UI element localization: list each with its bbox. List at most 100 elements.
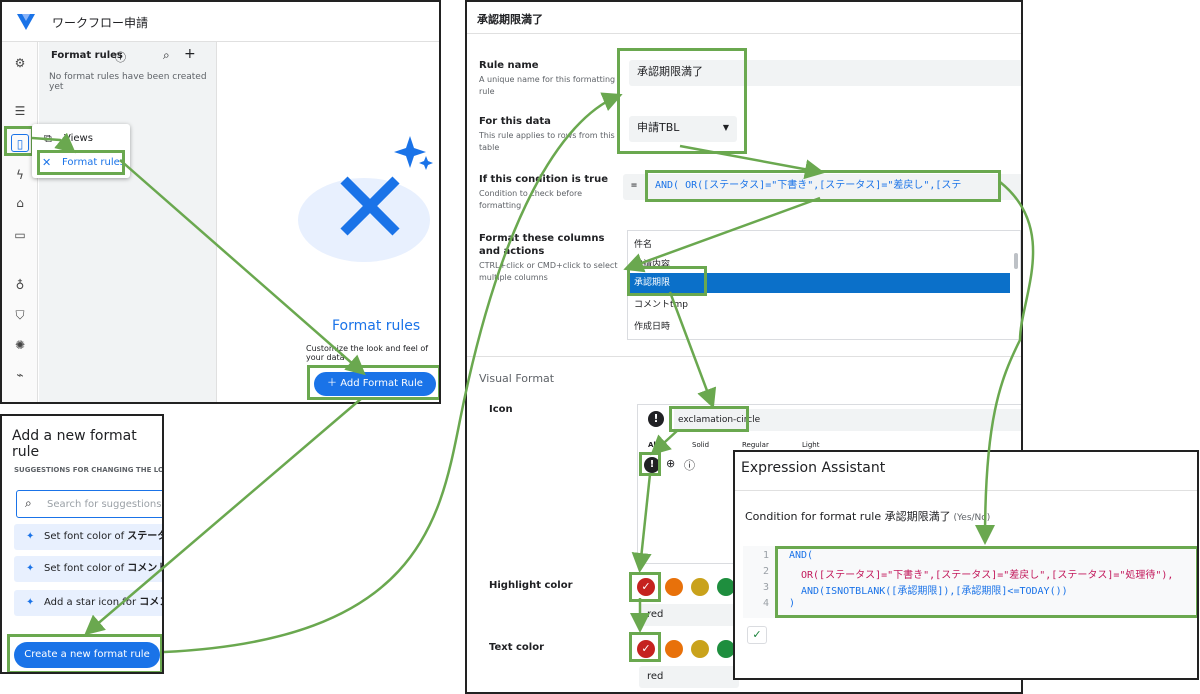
hero-title: Format rules (332, 318, 421, 334)
icon-tab-solid[interactable]: Solid (692, 441, 710, 449)
for-data-select[interactable]: 申請TBL ▼ (629, 116, 737, 142)
icon-tab-all[interactable]: All (648, 441, 659, 449)
condition-label: If this condition is true (479, 174, 608, 185)
suggestion-text: Set font color of (44, 563, 128, 574)
for-data-value: 申請TBL (637, 121, 680, 134)
swatch-orange[interactable] (665, 578, 683, 596)
format-rules-header: Format rules (51, 50, 123, 61)
format-rules-menu-icon: ✕ (42, 156, 52, 169)
highlight-selected-column (627, 266, 707, 296)
code-line-3: AND(ISNOTBLANK([承認期限]),[承認期限]<=TODAY()) (801, 586, 1068, 597)
sparkle-icon: ✦ (26, 597, 35, 608)
expression-assistant-panel: Expression Assistant Condition for forma… (733, 450, 1199, 680)
suggestion-column: ステータス (127, 531, 162, 542)
divider (735, 490, 1197, 491)
swatch-yellow[interactable] (691, 640, 709, 658)
rule-name-input[interactable]: 承認期限満了 (629, 60, 1021, 86)
swatch-orange[interactable] (665, 640, 683, 658)
highlight-color-input[interactable]: red (639, 604, 739, 626)
search-icon: ⌕ (25, 496, 32, 510)
highlight-add-button (307, 365, 439, 400)
expression-editor[interactable]: 1 2 3 4 AND( OR([ステータス]="下書き",[ステータス]="差… (743, 546, 1195, 618)
condition-caption: Condition for format rule 承認期限満了 (Yes/No… (745, 508, 990, 524)
code-line-2: OR([ステータス]="下書き",[ステータス]="差戻し",[ステータス]="… (801, 570, 1174, 581)
settings-icon[interactable]: ✺ (14, 338, 26, 352)
suggestion-column: コメント (139, 597, 162, 608)
highlight-format-rules-item (37, 150, 125, 175)
exclamation-circle-solid-icon[interactable]: ! (644, 457, 660, 473)
intelligence-icon[interactable]: ♁ (15, 278, 25, 292)
highlight-condition (645, 170, 1001, 202)
app-title: ワークフロー申請 (52, 16, 149, 30)
add-icon[interactable]: + (184, 46, 196, 62)
swatch-yellow[interactable] (691, 578, 709, 596)
monitor-icon[interactable]: ⌁ (16, 368, 24, 382)
column-option[interactable]: コメントtmp (634, 300, 689, 310)
columns-label: Format these columns and actions (479, 233, 605, 257)
condition-expression: AND( OR([ステータス]="下書き",[ステータス]="差戻し",[ステ (655, 180, 962, 191)
add-format-rule-panel: Add a new format rule SUGGESTIONS FOR CH… (0, 414, 164, 674)
suggestion-item[interactable]: ✦ Add a star icon for コメント (14, 590, 162, 616)
swatch-green[interactable] (717, 578, 735, 596)
icon-value-input[interactable]: exclamation-circle (674, 409, 1021, 431)
app-editor-panel: ワークフロー申請 ⚙ ☰ ▯ ϟ ⌂ ▭ ♁ ⛉ ✺ ⌁ Format rule… (0, 0, 441, 404)
highlight-color-label: Highlight color (489, 580, 573, 591)
icon-picker[interactable]: ! exclamation-circle All Solid Regular L… (637, 404, 1021, 564)
line-number: 4 (762, 598, 769, 609)
suggestion-search-input[interactable]: ⌕ Search for suggestions (16, 490, 162, 518)
format-rules-illustration-icon (298, 136, 433, 262)
create-format-rule-button[interactable]: Create a new format rule (14, 642, 160, 668)
code-line-1: AND( (789, 550, 814, 561)
expression-assistant-title: Expression Assistant (741, 460, 886, 476)
info-circle-icon[interactable]: ⓘ (684, 459, 695, 472)
plus-circle-icon[interactable]: ⊕ (666, 457, 676, 470)
chat-icon[interactable]: ▭ (14, 228, 26, 242)
highlight-text-swatch (629, 632, 661, 662)
hero-subtitle: Customize the look and feel of your data (306, 344, 429, 362)
text-color-input[interactable]: red (639, 666, 739, 688)
column-option-selected[interactable]: 承認期限 (628, 273, 1010, 293)
condition-type: (Yes/No) (950, 513, 991, 523)
line-number: 3 (762, 582, 769, 593)
empty-state-text: No format rules have been created yet (49, 72, 207, 92)
for-data-label: For this data (479, 116, 551, 127)
automation-icon[interactable]: ⚙ (14, 56, 26, 70)
code-line-4: ) (789, 598, 796, 609)
highlight-highlight-swatch (629, 572, 661, 602)
exclamation-circle-icon: ! (648, 411, 664, 427)
actions-icon[interactable]: ϟ (16, 168, 24, 182)
highlight-icon-value (669, 406, 749, 432)
icon-tab-light[interactable]: Light (802, 441, 820, 449)
icon-label: Icon (489, 404, 513, 415)
search-icon[interactable]: ⌕ (163, 48, 170, 62)
divider (467, 356, 1021, 357)
data-icon[interactable]: ☰ (14, 104, 26, 118)
views-icon[interactable]: ▯ (11, 134, 29, 152)
check-icon[interactable]: ✓ (637, 640, 655, 658)
suggestion-column: コメント (127, 563, 164, 574)
icon-tab-regular[interactable]: Regular (742, 441, 769, 449)
search-placeholder: Search for suggestions (47, 499, 162, 510)
check-icon[interactable]: ✓ (637, 578, 655, 596)
highlight-expression (775, 546, 1197, 618)
sparkle-icon: ✦ (26, 531, 35, 542)
visual-format-heading: Visual Format (479, 372, 555, 385)
valid-check-icon[interactable]: ✓ (747, 626, 767, 644)
condition-rule-name: 承認期限満了 (884, 510, 951, 523)
appsheet-logo-icon (17, 14, 35, 30)
views-menu-item[interactable]: Views (64, 133, 93, 144)
suggestion-item[interactable]: ✦ Set font color of ステータス (14, 524, 162, 550)
column-option[interactable]: 件名 (634, 240, 653, 250)
equals-sign: = (631, 180, 638, 191)
list-scrollbar[interactable] (1014, 253, 1018, 269)
format-rules-menu-item[interactable]: Format rules (62, 157, 126, 168)
swatch-green[interactable] (717, 640, 735, 658)
suggestion-item[interactable]: ✦ Set font color of コメント (14, 556, 164, 582)
bot-icon[interactable]: ⌂ (16, 196, 24, 210)
security-icon[interactable]: ⛉ (15, 308, 25, 322)
column-option[interactable]: 作成日時 (634, 322, 671, 332)
app-header: ワークフロー申請 (2, 2, 439, 42)
views-menu-icon: ⧉ (44, 132, 52, 145)
info-icon[interactable]: ⓘ (115, 51, 126, 64)
line-number: 1 (762, 550, 769, 561)
